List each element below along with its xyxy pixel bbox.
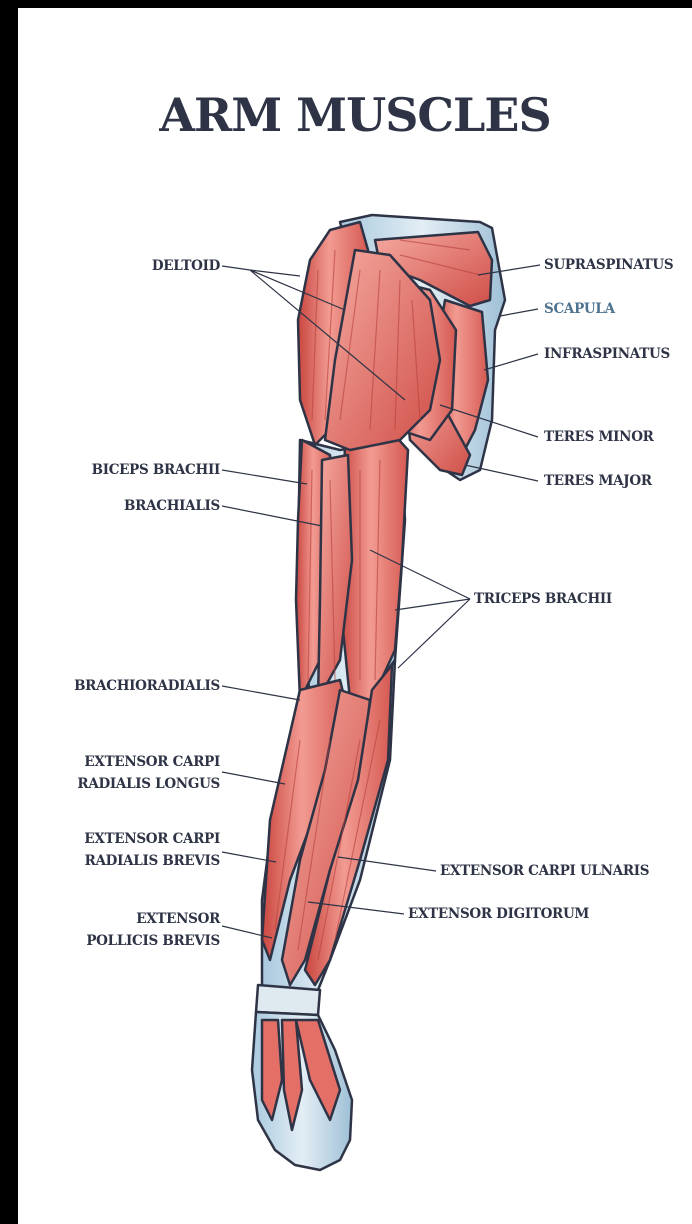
- label-brachioradialis: BRACHIORADIALIS: [74, 676, 220, 696]
- label-infraspinatus: INFRASPINATUS: [544, 344, 670, 364]
- label-ecrl-line2: RADIALIS LONGUS: [77, 774, 220, 794]
- label-biceps-brachii: BICEPS BRACHII: [92, 460, 220, 480]
- label-brachialis: BRACHIALIS: [124, 496, 220, 516]
- label-triceps-brachii: TRICEPS BRACHII: [474, 589, 612, 609]
- label-scapula: SCAPULA: [544, 299, 615, 319]
- leader-biceps: [222, 470, 307, 484]
- label-extensor-digitorum: EXTENSOR DIGITORUM: [408, 904, 589, 924]
- label-ecrl-line1: EXTENSOR CARPI: [84, 752, 220, 772]
- wrist-retinaculum: [256, 985, 320, 1015]
- label-supraspinatus: SUPRASPINATUS: [544, 255, 673, 275]
- label-teres-minor: TERES MINOR: [544, 427, 654, 447]
- leader-brachioradialis: [222, 686, 300, 700]
- leader-scapula: [500, 309, 538, 316]
- label-ecrb-line1: EXTENSOR CARPI: [84, 829, 220, 849]
- label-deltoid: DELTOID: [152, 256, 220, 276]
- label-teres-major: TERES MAJOR: [544, 471, 652, 491]
- leader-ecrl: [222, 772, 285, 784]
- label-ecrb-line2: RADIALIS BREVIS: [85, 851, 220, 871]
- label-epb-line1: EXTENSOR: [136, 909, 220, 929]
- label-extensor-carpi-ulnaris: EXTENSOR CARPI ULNARIS: [440, 861, 649, 881]
- label-epb-line2: POLLICIS BREVIS: [86, 931, 220, 951]
